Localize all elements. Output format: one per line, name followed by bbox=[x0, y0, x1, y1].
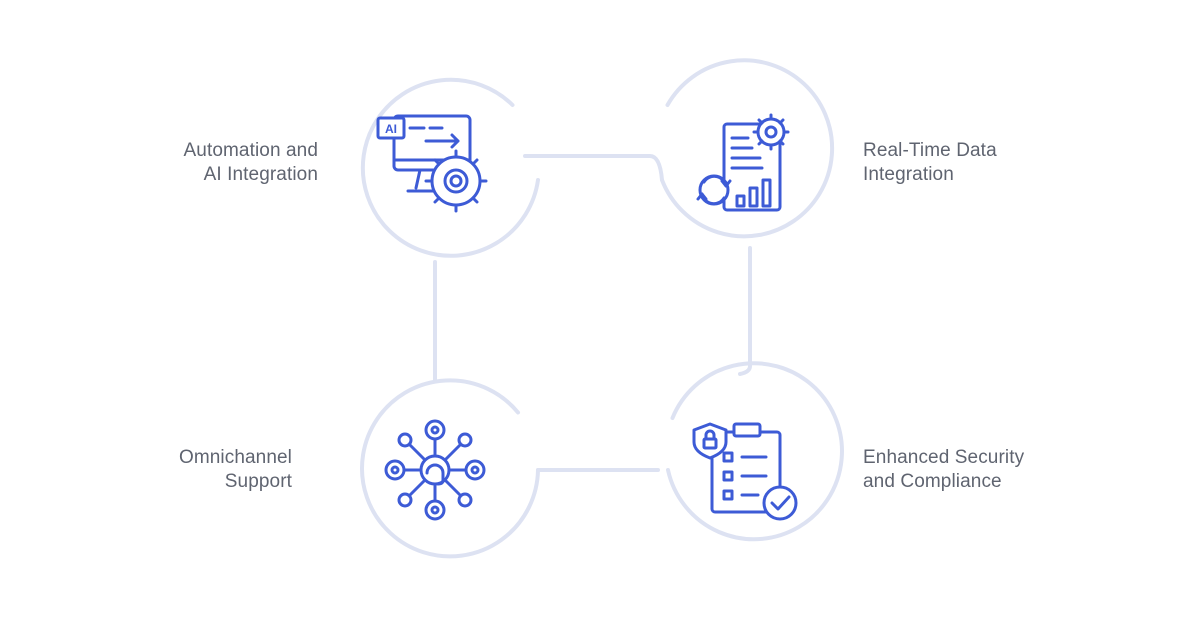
label-automation-line2: AI Integration bbox=[203, 164, 318, 185]
data-report-gear-icon bbox=[696, 113, 790, 212]
connector-top bbox=[523, 154, 664, 182]
label-omnichannel: Omnichannel Support bbox=[179, 446, 292, 494]
label-automation-line1: Automation and bbox=[183, 140, 318, 161]
label-omnichannel-line1: Omnichannel bbox=[178, 447, 292, 468]
ai-gear-monitor-icon: AI bbox=[376, 114, 488, 213]
label-omnichannel-line2: Support bbox=[224, 471, 292, 492]
ring-security bbox=[666, 361, 844, 542]
connector-lines bbox=[360, 58, 844, 559]
headset-network-icon bbox=[384, 419, 486, 521]
svg-text:AI: AI bbox=[385, 122, 397, 136]
connector-right bbox=[738, 246, 752, 376]
label-security: Enhanced Security and Compliance bbox=[863, 446, 1024, 494]
label-realtime-line2: Integration bbox=[863, 164, 954, 185]
label-automation: Automation and AI Integration bbox=[184, 139, 319, 187]
label-realtime: Real-Time Data Integration bbox=[863, 139, 997, 187]
ring-automation bbox=[360, 77, 540, 258]
label-realtime-line1: Real-Time Data bbox=[863, 140, 997, 161]
ring-realtime bbox=[660, 58, 835, 239]
clipboard-shield-check-icon bbox=[692, 422, 798, 521]
label-security-line2: and Compliance bbox=[863, 471, 1002, 492]
label-security-line1: Enhanced Security bbox=[863, 447, 1025, 468]
ring-omnichannel bbox=[360, 378, 540, 559]
